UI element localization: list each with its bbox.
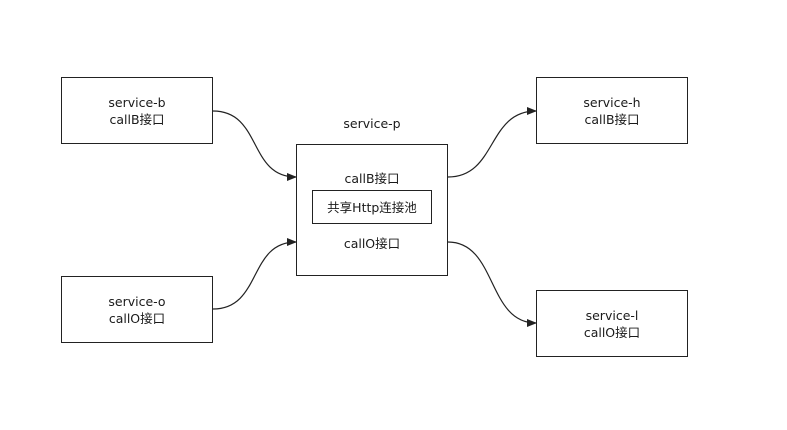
service-l-interface: callO接口 <box>583 324 641 340</box>
shared-http-pool: 共享Http连接池 <box>312 190 432 224</box>
service-p-node: callB接口 共享Http连接池 callO接口 <box>296 144 448 276</box>
service-p-title: service-p <box>343 116 401 131</box>
service-o-node: service-o callO接口 <box>61 276 213 343</box>
service-p-interface-o: callO接口 <box>343 236 401 251</box>
edge-p-to-h <box>447 107 537 178</box>
service-h-interface: callB接口 <box>584 111 640 127</box>
service-o-interface: callO接口 <box>108 310 166 326</box>
service-p-interface-b: callB接口 <box>344 171 400 186</box>
edge-p-to-l <box>447 241 537 327</box>
service-b-interface: callB接口 <box>109 111 165 127</box>
service-b-node: service-b callB接口 <box>61 77 213 144</box>
service-l-node: service-l callO接口 <box>536 290 688 357</box>
edge-b-to-p <box>212 110 297 181</box>
service-l-name: service-l <box>585 307 639 323</box>
service-h-name: service-h <box>583 94 641 110</box>
service-h-node: service-h callB接口 <box>536 77 688 144</box>
edge-o-to-p <box>212 238 297 310</box>
service-o-name: service-o <box>108 293 166 309</box>
service-b-name: service-b <box>108 94 166 110</box>
